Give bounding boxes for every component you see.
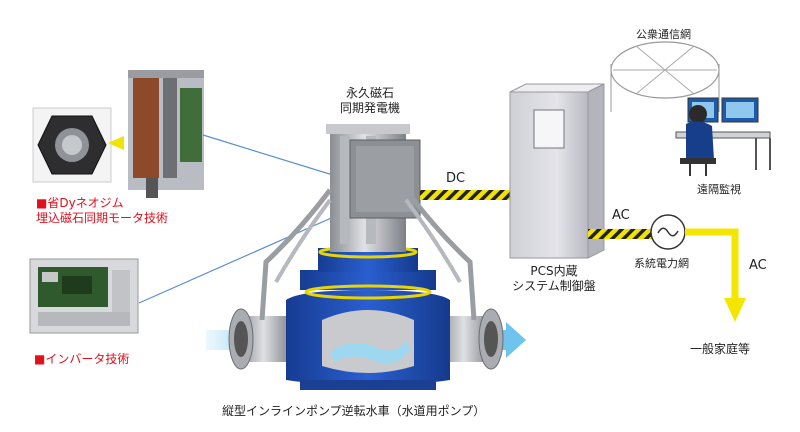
generator-label: 永久磁石 同期発電機 [330,86,410,116]
motor-cutaway-photo [128,70,204,198]
pcs-label-line1: PCS内蔵 [530,264,578,278]
grid-label: 系統電力網 [634,257,689,270]
inverter-board-photo [29,258,139,334]
ac-label-right: AC [749,258,767,273]
globe-network-icon [610,41,720,112]
pcs-label: PCS内蔵 システム制御盤 [504,264,604,294]
household-label: 一般家庭等 [690,342,751,356]
dc-label: DC [446,171,466,186]
network-label: 公衆通信網 [636,28,691,41]
ac-label-top: AC [612,208,630,223]
caption: 縦型インラインポンプ逆転水車（水道用ポンプ） [222,404,486,418]
ac-cable [588,229,658,239]
motor-tech-label: ■省Dyネオジム 埋込磁石同期モータ技術 [36,196,168,226]
operator-icon [675,97,771,176]
inverter-tech-label: ■インバータ技術 [34,352,130,366]
generator-label-line2: 同期発電機 [339,101,400,115]
yellow-arrow-icon [685,228,746,322]
generator-label-line1: 永久磁石 [345,86,394,100]
magnet-rotor-photo [32,107,124,183]
ac-source-icon [650,214,686,250]
motor-tech-label-line2: 埋込磁石同期モータ技術 [36,211,169,225]
pump-turbine-illustration [206,124,526,390]
pcs-label-line2: システム制御盤 [512,279,596,293]
monitoring-label: 遠隔監視 [697,183,741,196]
leader-line-motor [202,134,350,181]
motor-tech-label-line1: ■省Dyネオジム [36,196,124,210]
pcs-cabinet [509,83,605,259]
dc-cable [420,190,512,200]
